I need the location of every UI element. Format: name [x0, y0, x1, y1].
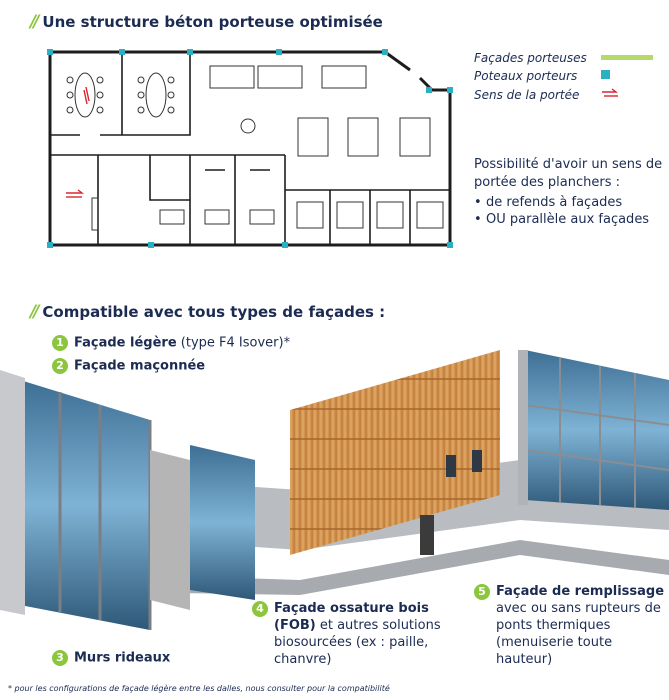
legend-sens-portee: Sens de la portée: [474, 88, 580, 102]
number-badge-5: 5: [474, 583, 490, 600]
double-slash-icon: //: [30, 12, 40, 32]
option-parallele: OU parallèle aux façades: [474, 211, 654, 228]
legend-poteaux-porteurs: Poteaux porteurs: [474, 69, 578, 83]
number-badge-4: 4: [252, 600, 268, 617]
double-slash-icon: //: [30, 302, 40, 322]
section-title-facades: //Compatible avec tous types de façades …: [30, 302, 386, 322]
number-badge-2: 2: [52, 358, 68, 374]
footnote: * pour les configurations de façade légè…: [8, 684, 390, 693]
possibilite-intro: Possibilité d'avoir un sens de portée de…: [474, 157, 663, 190]
number-badge-3: 3: [52, 650, 68, 666]
possibilite-options: de refends à façades OU parallèle aux fa…: [474, 194, 654, 228]
option-refends: de refends à façades: [474, 194, 654, 211]
building-illustration: [0, 350, 669, 630]
column-markers: [47, 49, 453, 248]
legend-facades-porteuses: Façades porteuses: [474, 51, 587, 65]
sens-portee-arrow-icon: [602, 88, 619, 97]
section-title-structure: //Une structure béton porteuse optimisée: [30, 12, 383, 32]
legend-poteaux-swatch: [601, 70, 610, 79]
number-badge-1: 1: [52, 335, 68, 351]
floor-plan: [47, 49, 453, 248]
legend-facades-swatch: [601, 55, 653, 60]
